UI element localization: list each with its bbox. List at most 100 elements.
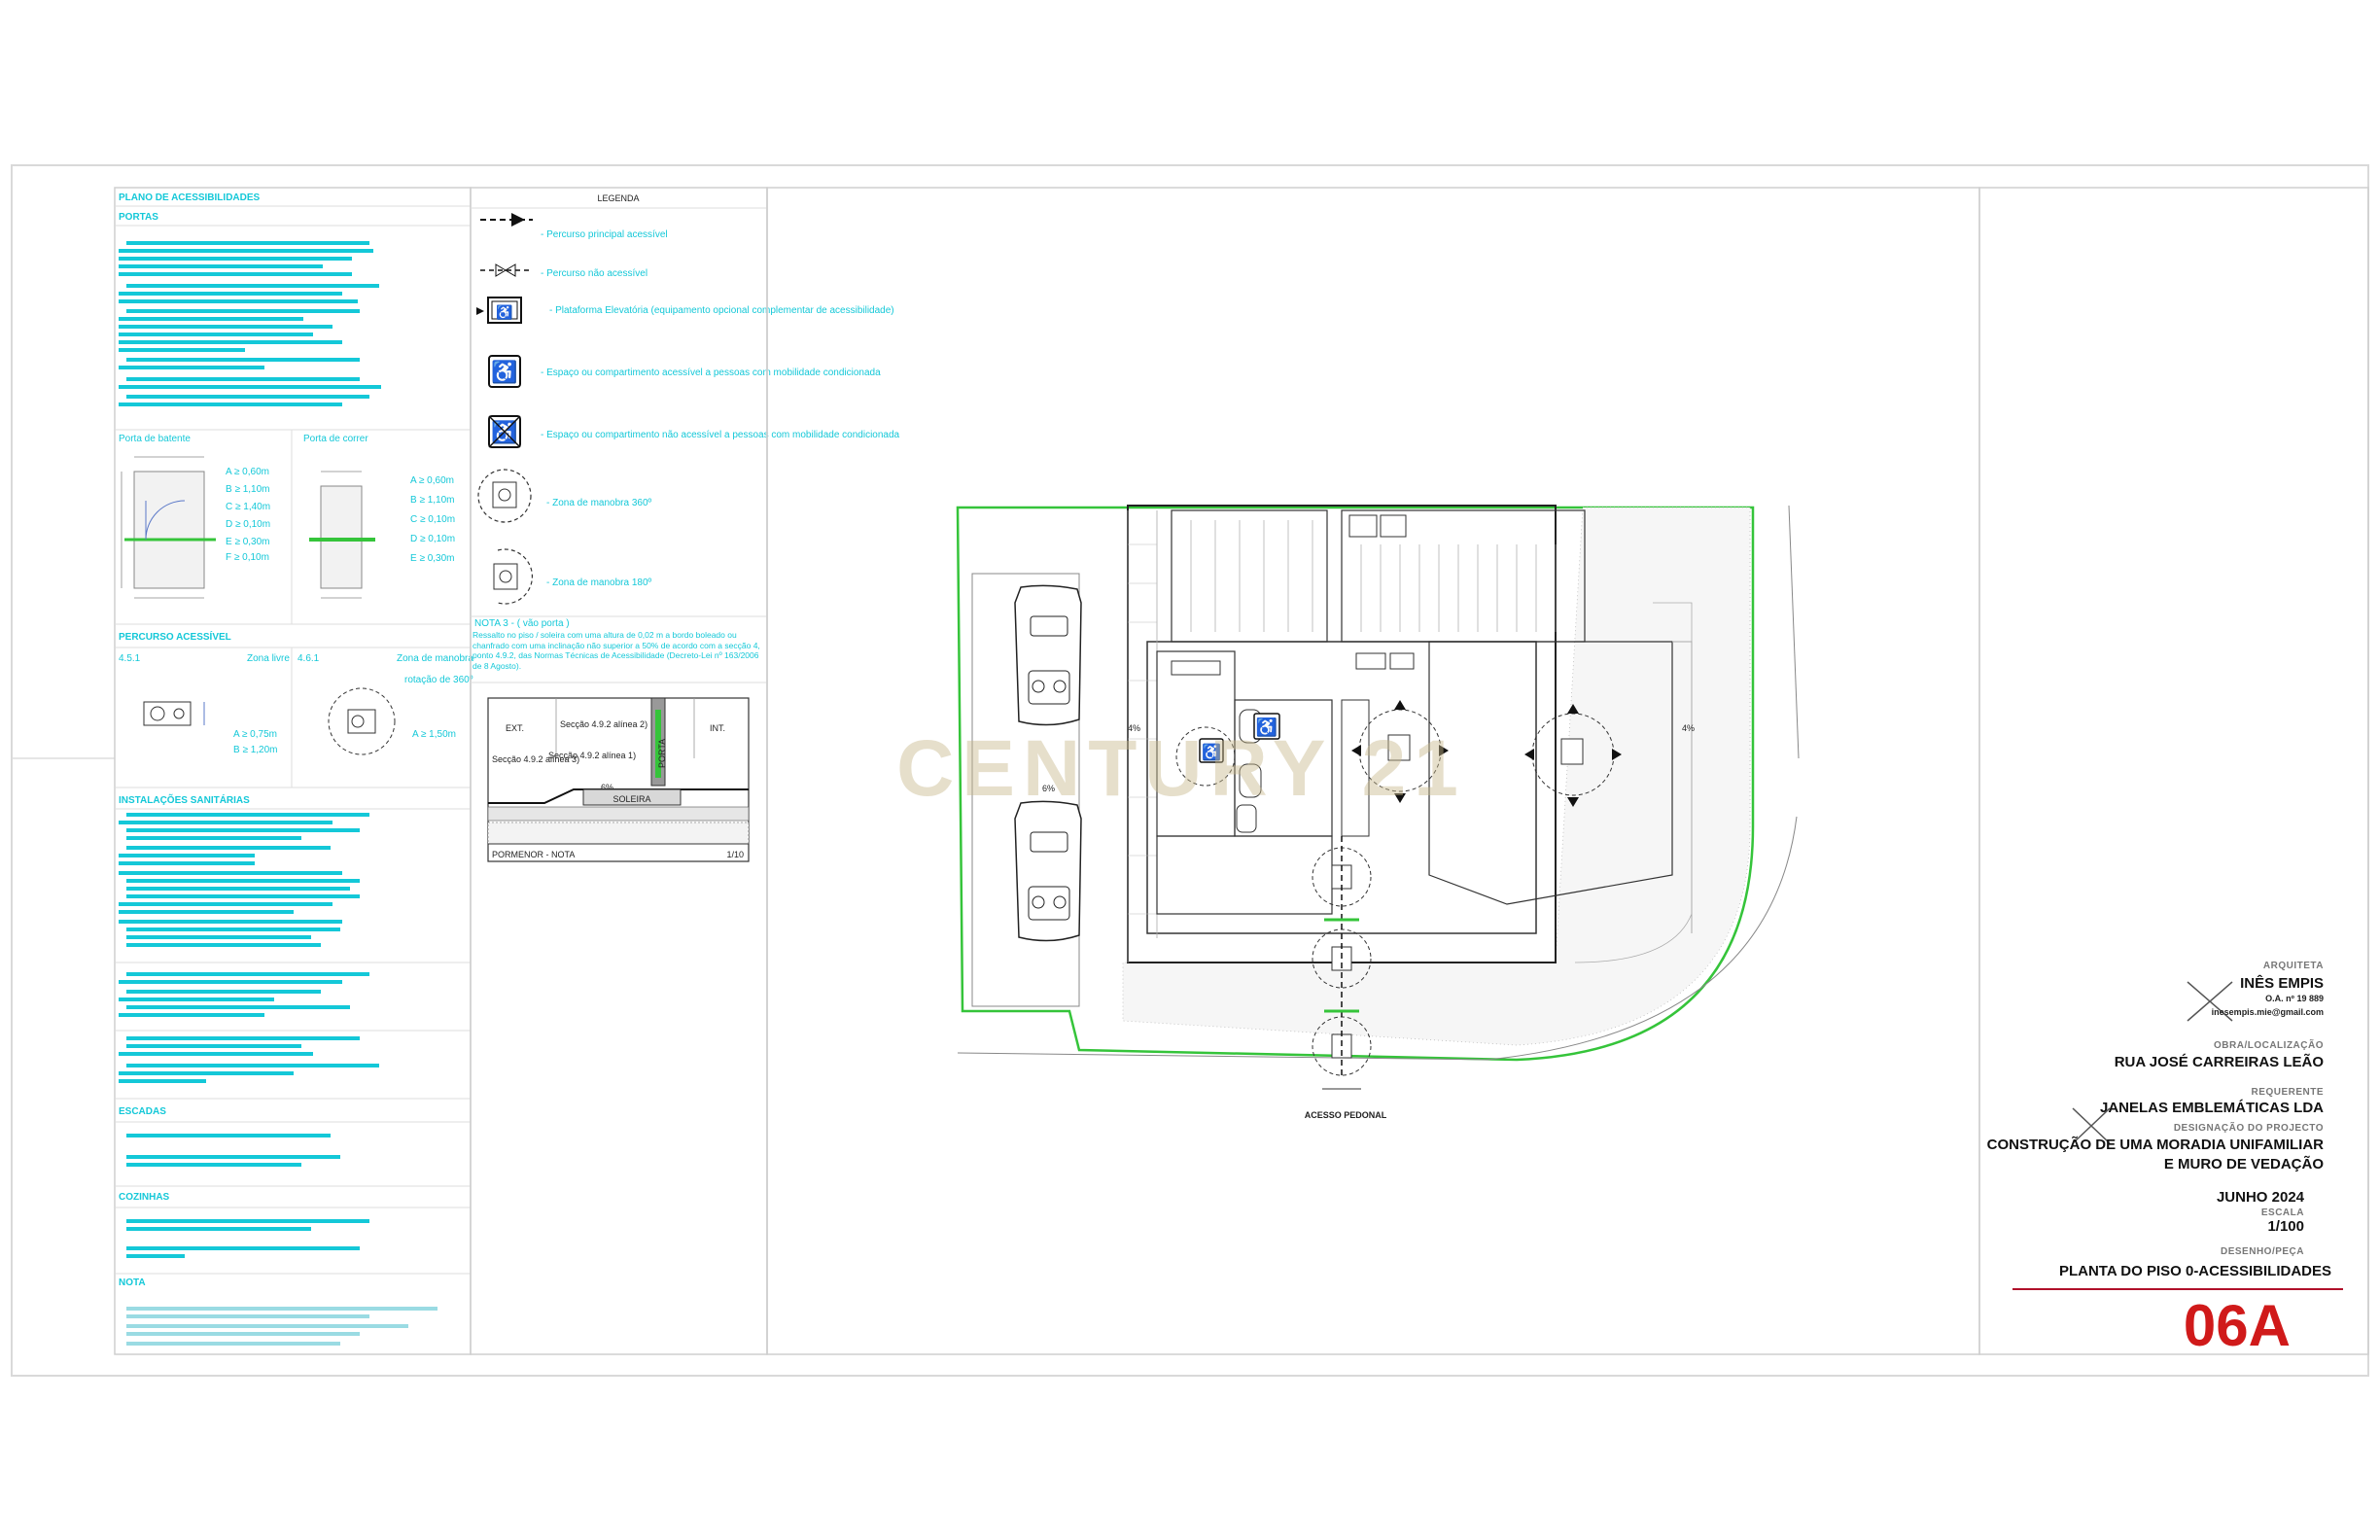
- accessibility-plan-title: PLANO DE ACESSIBILIDADES: [119, 192, 261, 203]
- scale-value: 1/100: [2267, 1218, 2304, 1235]
- legend-icon-dashed-arrow: [480, 213, 533, 227]
- detail-int-label: INT.: [710, 723, 725, 733]
- project-line-2: E MURO DE VEDAÇÃO: [2164, 1155, 2325, 1172]
- svg-text:B ≥ 1,10m: B ≥ 1,10m: [410, 495, 455, 506]
- note3-title: NOTA 3 - ( vão porta ): [474, 618, 570, 629]
- drawing-label: DESENHO/PEÇA: [2221, 1246, 2304, 1257]
- svg-text:♿: ♿: [496, 304, 512, 321]
- turning-zone-circle-3: [1175, 726, 1236, 787]
- location-label: OBRA/LOCALIZAÇÃO: [2214, 1038, 2324, 1051]
- sanitarias-text-block-2: [119, 972, 369, 1017]
- sheet-number: 06A: [2184, 1293, 2291, 1358]
- architect-name: INÊS EMPIS: [2240, 974, 2324, 992]
- legend-item-5: - Espaço ou compartimento não acessível …: [541, 430, 900, 440]
- route-header-b: Zona livre: [247, 653, 290, 664]
- swing-door-dims: A ≥ 0,60m B ≥ 1,10m C ≥ 1,40m D ≥ 0,10m …: [226, 467, 270, 563]
- sanitarias-text-block-3: [119, 1036, 379, 1083]
- cozinhas-text-block: [126, 1219, 369, 1258]
- svg-text:E ≥ 0,30m: E ≥ 0,30m: [410, 553, 455, 564]
- drawing-title: PLANTA DO PISO 0-ACESSIBILIDADES: [2059, 1263, 2331, 1279]
- svg-text:D ≥ 0,10m: D ≥ 0,10m: [226, 519, 270, 530]
- architect-label: ARQUITETA: [2263, 961, 2324, 971]
- wheelchair-wc-icon: ♿: [1253, 713, 1280, 740]
- entrance-turning-zones: [1312, 836, 1372, 1090]
- detail-soleira-label: SOLEIRA: [612, 794, 650, 804]
- sliding-door-diagram: [309, 471, 375, 599]
- route-wheelchair-diagram: [143, 701, 205, 726]
- svg-text:♿: ♿: [1202, 743, 1221, 761]
- legend-icon-turn-circle: [477, 469, 532, 523]
- detail-scale: 1/10: [726, 850, 744, 859]
- legend-icon-wheelchair: ♿: [488, 355, 521, 388]
- signature-cross-icon-2: [2072, 1107, 2111, 1144]
- turning-zone-circle-1: [1351, 700, 1449, 803]
- svg-text:♿: ♿: [1256, 717, 1278, 737]
- svg-text:B ≥ 1,10m: B ≥ 1,10m: [226, 484, 270, 495]
- applicant-label: REQUERENTE: [2252, 1087, 2324, 1098]
- svg-text:C ≥ 0,10m: C ≥ 0,10m: [410, 514, 455, 525]
- route-header-d: rotação de 360º: [404, 675, 473, 685]
- date-value: JUNHO 2024: [2217, 1189, 2305, 1206]
- door-left-label: Porta de batente: [119, 434, 191, 444]
- detail-ext-label: EXT.: [506, 723, 524, 733]
- route-turning-diagram: [328, 687, 396, 755]
- detail-porta-label: PORTA: [657, 739, 667, 768]
- floor-plan: 6%: [896, 505, 1800, 1120]
- route-dim-a: A ≥ 0,75m: [233, 729, 277, 740]
- svg-text:D ≥ 0,10m: D ≥ 0,10m: [410, 534, 455, 544]
- section-portas: PORTAS: [119, 212, 158, 223]
- legend-item-1: - Percurso principal acessível: [541, 229, 668, 240]
- sanitarias-text-block: [119, 813, 369, 947]
- accessibility-plan-panel: PLANO DE ACESSIBILIDADES PORTAS Porta de…: [114, 187, 473, 1355]
- slope-left: 4%: [1128, 723, 1140, 733]
- legend-item-7: - Zona de manobra 180º: [546, 578, 652, 588]
- section-cozinhas: COZINHAS: [119, 1192, 170, 1203]
- project-line-1: CONSTRUÇÃO DE UMA MORADIA UNIFAMILIAR: [1987, 1136, 2325, 1153]
- location-value: RUA JOSÉ CARREIRAS LEÃO: [2115, 1053, 2325, 1070]
- escadas-text-block: [126, 1134, 340, 1167]
- legend-item-3: - Plataforma Elevatória (equipamento opc…: [549, 305, 894, 316]
- wheelchair-wc-icon-2: ♿: [1199, 738, 1224, 763]
- svg-text:C ≥ 1,40m: C ≥ 1,40m: [226, 502, 270, 512]
- access-label: ACESSO PEDONAL: [1305, 1110, 1387, 1120]
- section-escadas: ESCADAS: [119, 1106, 166, 1117]
- note3-body-wrapper: Ressalto no piso / soleira com uma altur…: [472, 630, 760, 671]
- title-block: ARQUITETA INÊS EMPIS O.A. nº 19 889 ines…: [1978, 187, 2369, 1358]
- turning-zone-circle-2: [1524, 704, 1622, 807]
- legend-icon-dashed-double-arrow: [480, 263, 533, 277]
- swing-door-diagram: [121, 456, 216, 599]
- svg-text:A ≥ 0,60m: A ≥ 0,60m: [226, 467, 269, 477]
- detail-seccao-3: Secção 4.9.2 alínea 3): [492, 754, 579, 764]
- route-dim-c: A ≥ 1,50m: [412, 729, 456, 740]
- svg-text:E ≥ 0,30m: E ≥ 0,30m: [226, 537, 270, 547]
- legend-icon-wheelchair-crossed: ♿: [488, 415, 521, 448]
- legend-title: LEGENDA: [597, 193, 639, 203]
- detail-caption: PORMENOR - NOTA: [492, 850, 575, 859]
- svg-text:♿: ♿: [491, 360, 517, 384]
- door-right-label: Porta de correr: [303, 434, 368, 444]
- architect-email: inesempis.mie@gmail.com: [2212, 1007, 2324, 1017]
- section-nota: NOTA: [119, 1278, 146, 1288]
- route-dim-b: B ≥ 1,20m: [233, 745, 278, 755]
- slope-right: 4%: [1682, 723, 1695, 733]
- route-ref-b: 4.6.1: [298, 653, 320, 664]
- signature-cross-icon: [2187, 981, 2233, 1022]
- nota-text-block: [126, 1307, 438, 1346]
- threshold-detail-drawing: EXT. INT. PORTA Secção 4.9.2 alínea 2) S…: [487, 697, 750, 862]
- applicant-value: JANELAS EMBLEMÁTICAS LDA: [2100, 1100, 2324, 1116]
- car-1-icon: [1014, 584, 1082, 726]
- project-label: DESIGNAÇÃO DO PROJECTO: [2174, 1121, 2324, 1134]
- svg-text:A ≥ 0,60m: A ≥ 0,60m: [410, 475, 454, 486]
- legend-item-2: - Percurso não acessível: [541, 268, 648, 279]
- legend-item-4: - Espaço ou compartimento acessível a pe…: [541, 368, 881, 378]
- route-ref-a: 4.5.1: [119, 653, 141, 664]
- watermark: CENTURY 21: [896, 724, 1466, 813]
- detail-seccao-1: Secção 4.9.2 alínea 2): [560, 719, 648, 729]
- detail-seccao-2: Secção 4.9.2 alínea 1): [548, 751, 636, 760]
- route-header-c: Zona de manobra: [397, 653, 473, 664]
- detail-slope: 6%: [601, 783, 613, 792]
- legend-icon-turn-half: [493, 548, 534, 605]
- portas-text-block: [119, 241, 381, 406]
- sliding-door-dims: A ≥ 0,60m B ≥ 1,10m C ≥ 0,10m D ≥ 0,10m …: [410, 475, 455, 564]
